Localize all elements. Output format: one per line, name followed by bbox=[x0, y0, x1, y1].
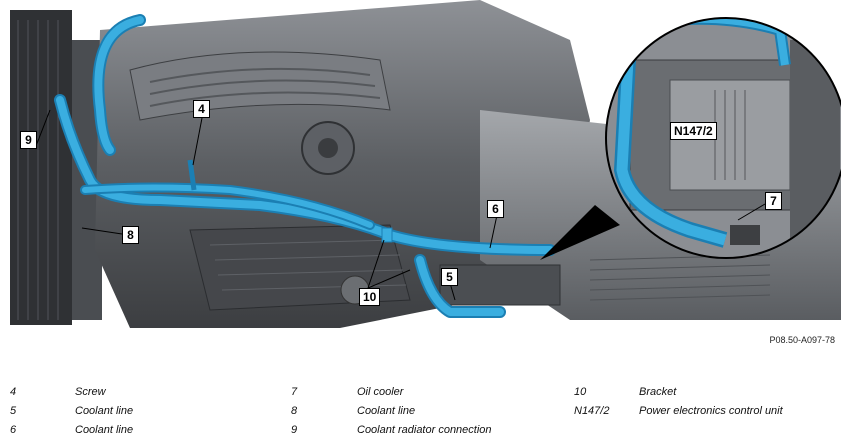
callout-6: 6 bbox=[487, 200, 504, 218]
callout-n147-2: N147/2 bbox=[670, 122, 717, 140]
legend-text: Coolant radiator connection bbox=[357, 424, 492, 436]
engine-illustration: 4 9 8 6 5 10 7 N147/2 bbox=[10, 0, 841, 330]
figure-code: P08.50-A097-78 bbox=[769, 335, 835, 345]
detail-inset bbox=[606, 18, 841, 258]
legend-text: Coolant line bbox=[75, 405, 134, 417]
callout-8: 8 bbox=[122, 226, 139, 244]
legend-text: Bracket bbox=[639, 386, 677, 398]
callout-9: 9 bbox=[20, 131, 37, 149]
radiator bbox=[10, 10, 72, 325]
legend-number: 5 bbox=[10, 405, 17, 417]
callout-4: 4 bbox=[193, 100, 210, 118]
legend-text: Oil cooler bbox=[357, 386, 404, 398]
coolant-lines bbox=[54, 14, 556, 318]
legend-number: 9 bbox=[291, 424, 298, 436]
legend-number: 4 bbox=[10, 386, 17, 398]
legend-text: Coolant line bbox=[75, 424, 134, 436]
legend-text: Screw bbox=[75, 386, 106, 398]
engine-drawing bbox=[10, 0, 841, 328]
callout-5: 5 bbox=[441, 268, 458, 286]
legend: 4 Screw 5 Coolant line 6 Coolant line 7 … bbox=[0, 383, 851, 443]
callout-10: 10 bbox=[359, 288, 381, 306]
legend-text: Coolant line bbox=[357, 405, 416, 417]
leader-lines bbox=[35, 109, 766, 301]
legend-text: Power electronics control unit bbox=[639, 405, 783, 417]
legend-number: 7 bbox=[291, 386, 298, 398]
legend-number: 8 bbox=[291, 405, 298, 417]
callout-7: 7 bbox=[765, 192, 782, 210]
legend-number: 6 bbox=[10, 424, 17, 436]
legend-number: 10 bbox=[574, 386, 587, 398]
legend-number: N147/2 bbox=[574, 405, 610, 417]
